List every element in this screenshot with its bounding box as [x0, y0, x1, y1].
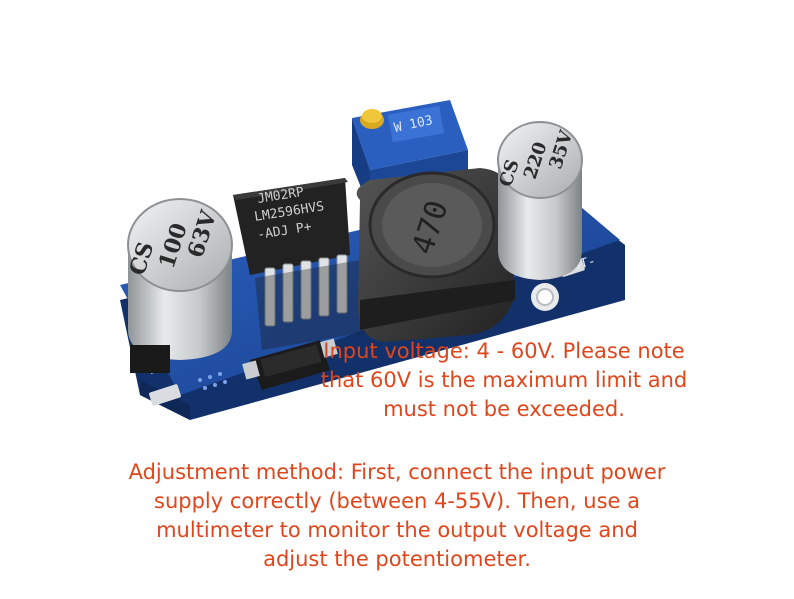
adjust-note-line-2: supply correctly (between 4-55V). Then, … — [154, 489, 640, 513]
smd-diode — [242, 338, 338, 390]
capacitor-right: CS 220 35V — [495, 121, 583, 280]
input-voltage-note: Input voltage: 4 - 60V. Please note that… — [224, 337, 784, 424]
inductor: 470 — [356, 168, 515, 342]
adjust-note-line-3: multimeter to monitor the output voltage… — [156, 518, 638, 542]
voltage-note-line-3: must not be exceeded. — [383, 397, 625, 421]
adjust-note-line-4: adjust the potentiometer. — [263, 547, 531, 571]
chip-marking-1: JM02RP — [256, 185, 305, 207]
potentiometer: W 103 — [352, 100, 468, 210]
adjust-note-line-1: Adjustment method: First, connect the in… — [128, 460, 666, 484]
regulator-chip: JM02RP LM2596HVS -ADJ P+ — [233, 178, 366, 350]
adjustment-method-note: Adjustment method: First, connect the in… — [0, 458, 794, 574]
capacitor-left: CS 100 63V — [124, 198, 233, 373]
voltage-note-line-2: that 60V is the maximum limit and — [320, 368, 688, 392]
voltage-note-line-1: Input voltage: 4 - 60V. Please note — [323, 339, 685, 363]
